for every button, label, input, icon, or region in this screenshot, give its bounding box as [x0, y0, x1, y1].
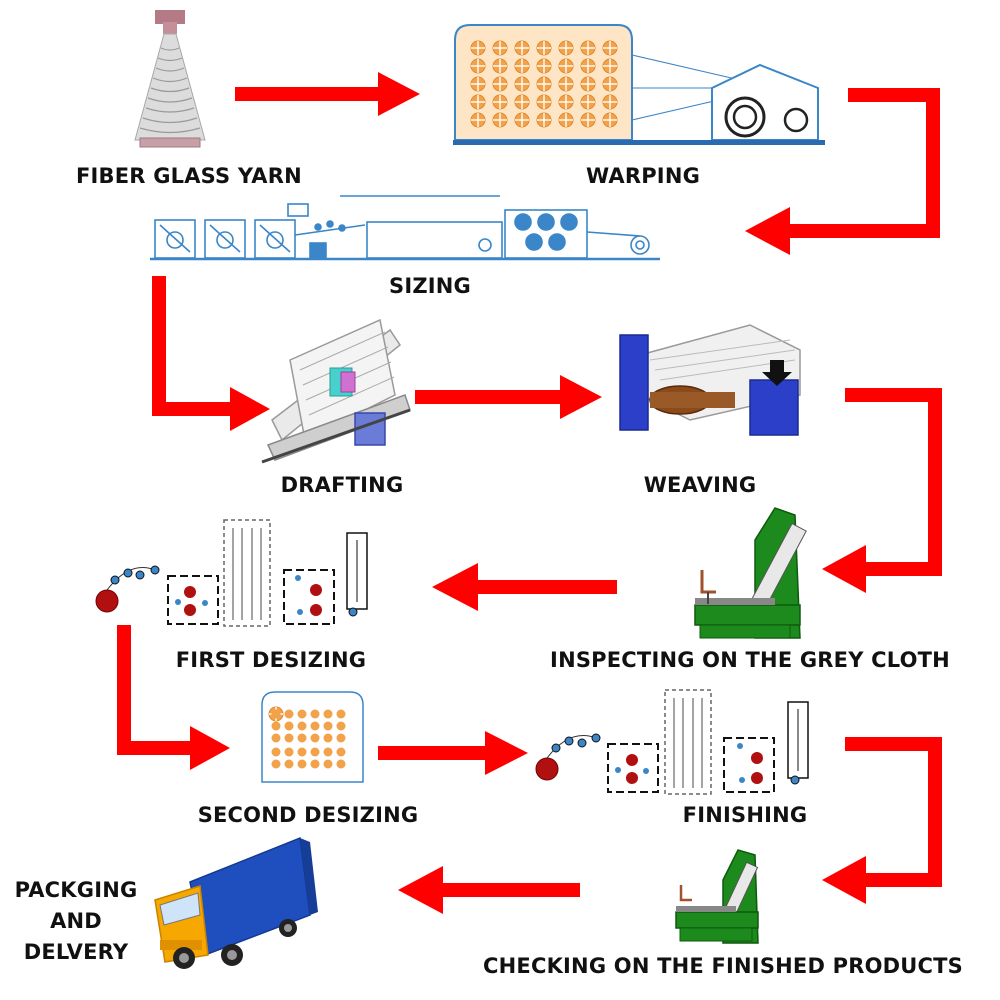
label-sizing: SIZING — [389, 274, 471, 298]
label-packaging-line1: PACKGING — [14, 878, 138, 902]
label-drafting: DRAFTING — [280, 473, 404, 497]
arrow-finishing-to-checking — [822, 737, 942, 904]
finishing-line-icon — [535, 689, 809, 795]
arrow-checking-to-packaging — [398, 866, 580, 914]
arrow-weaving-to-inspecting — [822, 388, 942, 593]
desizing-line-icon — [95, 519, 368, 627]
label-first-desizing: FIRST DESIZING — [175, 648, 367, 672]
arrow-warping-to-sizing — [745, 88, 940, 255]
yarn-cone-icon — [134, 10, 206, 148]
label-second-desizing: SECOND DESIZING — [197, 803, 419, 827]
label-fiber-glass-yarn: FIBER GLASS YARN — [76, 164, 302, 188]
label-checking-finished-products: CHECKING ON THE FINISHED PRODUCTS — [483, 954, 963, 978]
label-warping: WARPING — [585, 164, 701, 188]
label-finishing: FINISHING — [682, 803, 808, 827]
weaving-loom-icon — [619, 324, 801, 436]
arrow-inspecting-to-first-desizing — [432, 563, 617, 611]
drafting-machine-icon — [261, 318, 411, 464]
flow-arrows — [117, 72, 942, 914]
label-packaging-delivery: PACKGING AND DELVERY — [14, 875, 138, 968]
label-inspecting-grey-cloth: INSPECTING ON THE GREY CLOTH — [550, 648, 950, 672]
arrow-sizing-to-drafting — [152, 276, 270, 431]
label-weaving: WEAVING — [643, 473, 757, 497]
checking-machine-icon — [675, 849, 759, 944]
warping-creel-icon — [453, 24, 825, 145]
arrow-first-to-second-desizing — [117, 625, 230, 770]
sizing-machine-icon — [150, 195, 660, 261]
label-packaging-line3: DELVERY — [23, 940, 129, 964]
arrow-second-desizing-to-finishing — [378, 731, 528, 775]
truck-icon — [154, 836, 318, 969]
label-packaging-line2: AND — [50, 909, 102, 933]
arrow-yarn-to-warping — [235, 72, 420, 116]
second-desizing-creel-icon — [261, 691, 364, 783]
inspection-machine-icon — [694, 507, 807, 639]
arrow-drafting-to-weaving — [415, 375, 602, 419]
